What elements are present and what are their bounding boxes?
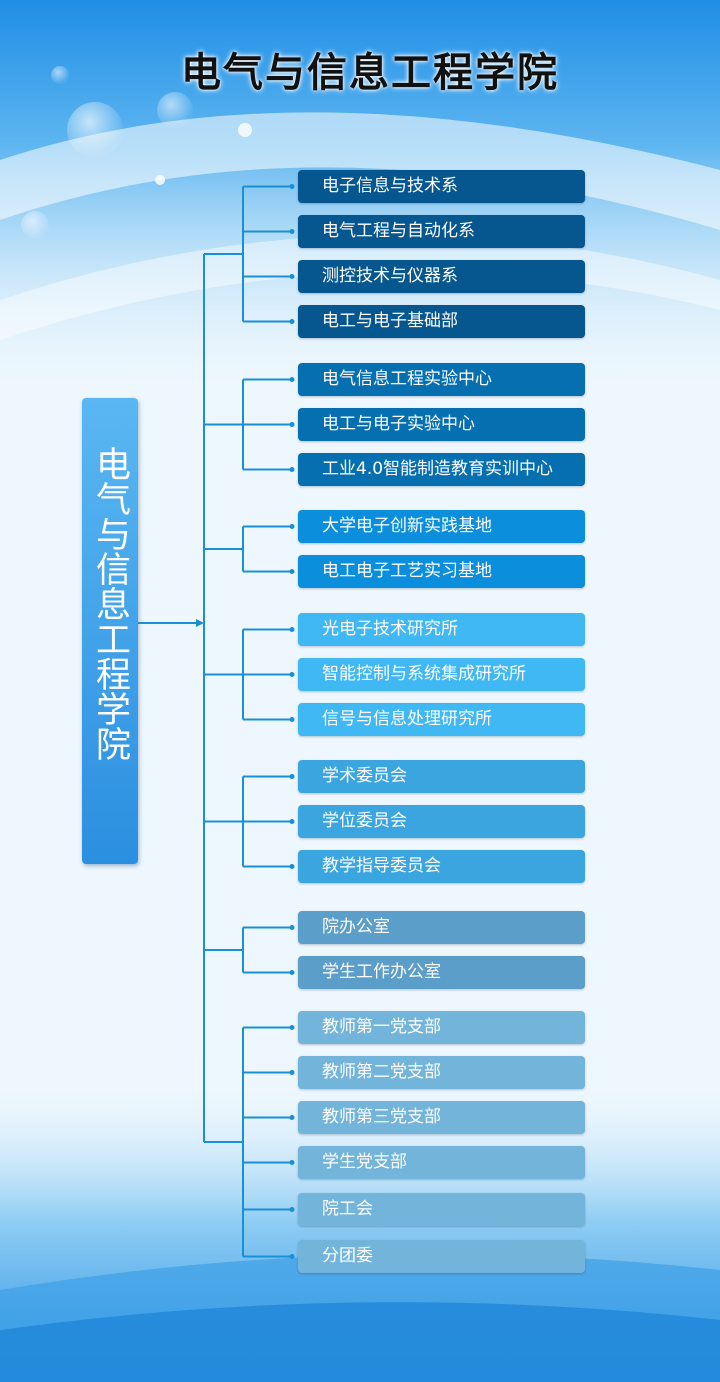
- item-connector-dot: [289, 524, 295, 529]
- item-connector-dot: [289, 717, 295, 722]
- item-connector-dot: [289, 1025, 295, 1030]
- item-connector-dot: [289, 925, 295, 930]
- org-node-7-4: 学生党支部: [298, 1146, 585, 1179]
- org-node-7-5: 院工会: [298, 1193, 585, 1226]
- item-connector-dot: [289, 229, 295, 234]
- item-connector-dot: [289, 774, 295, 779]
- item-connector-dot: [289, 422, 295, 427]
- org-node-1-2: 电气工程与自动化系: [298, 215, 585, 248]
- org-node-5-2: 学位委员会: [298, 805, 585, 838]
- item-connector-dot: [289, 970, 295, 975]
- item-connector-dot: [289, 569, 295, 574]
- item-connector-dot: [289, 1070, 295, 1075]
- root-node: 电气与信息工程学院: [82, 398, 138, 864]
- org-node-2-2: 电工与电子实验中心: [298, 408, 585, 441]
- item-connector-dot: [289, 819, 295, 824]
- org-node-7-6: 分团委: [298, 1240, 585, 1273]
- org-node-4-2: 智能控制与系统集成研究所: [298, 658, 585, 691]
- org-node-2-3: 工业4.0智能制造教育实训中心: [298, 453, 585, 486]
- org-node-6-2: 学生工作办公室: [298, 956, 585, 989]
- org-node-4-3: 信号与信息处理研究所: [298, 703, 585, 736]
- org-node-4-1: 光电子技术研究所: [298, 613, 585, 646]
- org-node-1-1: 电子信息与技术系: [298, 170, 585, 203]
- item-connector-dot: [289, 864, 295, 869]
- item-connector-dot: [289, 274, 295, 279]
- item-connector-dot: [289, 672, 295, 677]
- org-node-7-1: 教师第一党支部: [298, 1011, 585, 1044]
- item-connector-dot: [289, 184, 295, 189]
- org-node-6-1: 院办公室: [298, 911, 585, 944]
- org-node-1-3: 测控技术与仪器系: [298, 260, 585, 293]
- item-connector-dot: [289, 1207, 295, 1212]
- item-connector-dot: [289, 319, 295, 324]
- item-connector-dot: [289, 467, 295, 472]
- item-connector-dot: [289, 627, 295, 632]
- org-node-3-1: 大学电子创新实践基地: [298, 510, 585, 543]
- page-title: 电气与信息工程学院: [181, 50, 559, 96]
- org-node-7-2: 教师第二党支部: [298, 1056, 585, 1089]
- root-arrowhead: [196, 619, 204, 627]
- item-connector-dot: [289, 377, 295, 382]
- item-connector-dot: [289, 1254, 295, 1259]
- org-node-5-3: 教学指导委员会: [298, 850, 585, 883]
- org-node-7-3: 教师第三党支部: [298, 1101, 585, 1134]
- root-node-label: 电气与信息工程学院: [90, 446, 130, 761]
- org-node-5-1: 学术委员会: [298, 760, 585, 793]
- org-node-2-1: 电气信息工程实验中心: [298, 363, 585, 396]
- org-node-1-4: 电工与电子基础部: [298, 305, 585, 338]
- item-connector-dot: [289, 1115, 295, 1120]
- item-connector-dot: [289, 1160, 295, 1165]
- org-node-3-2: 电工电子工艺实习基地: [298, 555, 585, 588]
